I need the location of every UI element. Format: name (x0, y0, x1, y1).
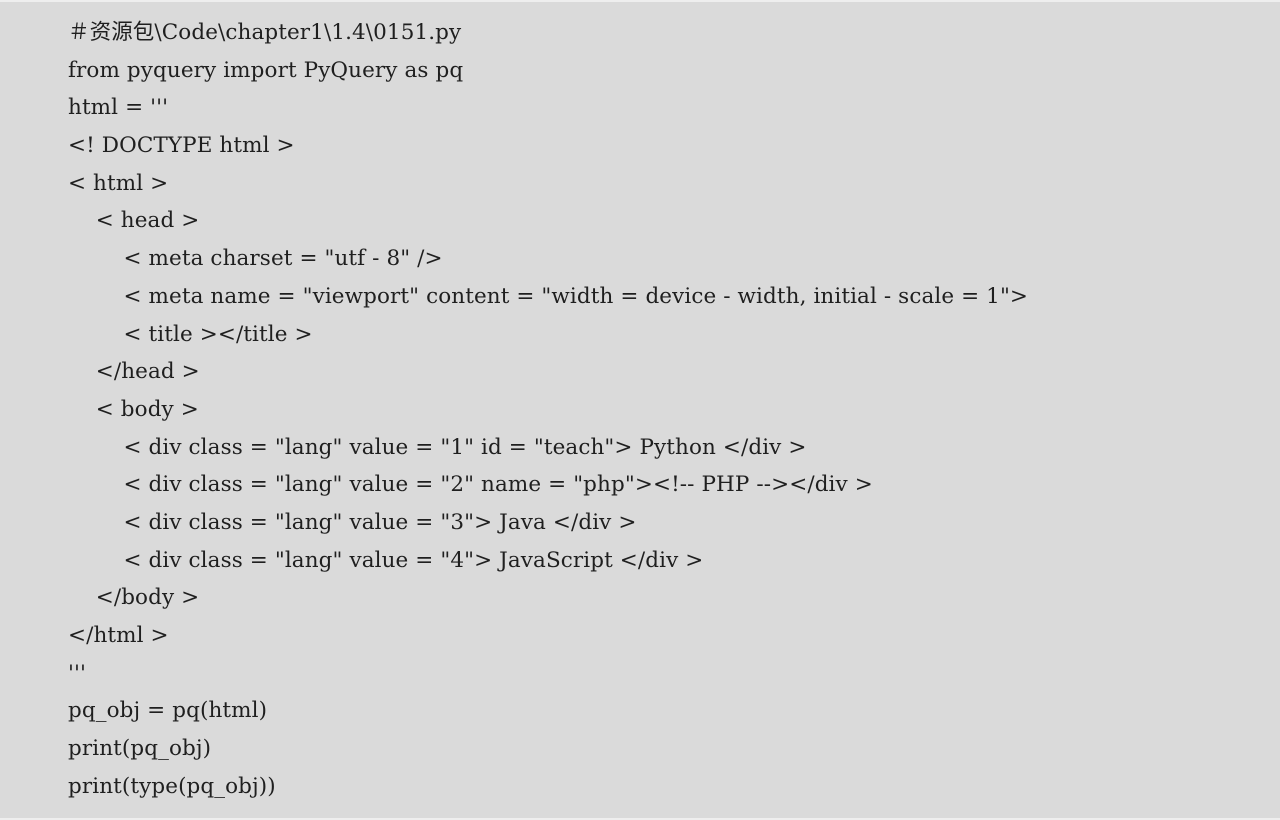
code-line-div-java: < div class = "lang" value = "3"> Java <… (68, 509, 637, 535)
code-line-div-javascript: < div class = "lang" value = "4"> JavaSc… (68, 547, 704, 573)
code-line-div-python: < div class = "lang" value = "1" id = "t… (68, 434, 807, 460)
code-line-html-open: < html > (68, 170, 169, 196)
code-line-title: < title ></title > (68, 321, 313, 347)
code-line-html-assign: html = ''' (68, 95, 169, 121)
code-line-head-open: < head > (68, 208, 200, 234)
code-line-body-close: </body > (68, 585, 200, 611)
code-line-head-close: </head > (68, 359, 200, 385)
code-line-pq-obj: pq_obj = pq(html) (68, 698, 268, 724)
code-line-div-php: < div class = "lang" value = "2" name = … (68, 472, 873, 498)
code-line-meta-viewport: < meta name = "viewport" content = "widt… (68, 283, 1029, 309)
code-line-html-close: </html > (68, 623, 169, 648)
code-line-meta-charset: < meta charset = "utf - 8" /> (68, 246, 443, 272)
code-line-doctype: <! DOCTYPE html > (68, 133, 295, 159)
code-line-body-open: < body > (68, 396, 199, 422)
code-listing: ＃资源包\Code\chapter1\1.4\0151.py from pyqu… (68, 14, 1028, 805)
code-line-print-type: print(type(pq_obj)) (68, 773, 276, 799)
code-line-import: from pyquery import PyQuery as pq (68, 57, 464, 83)
code-line-string-end: ''' (68, 660, 87, 686)
code-line-print-obj: print(pq_obj) (68, 736, 212, 762)
code-line-comment: ＃资源包\Code\chapter1\1.4\0151.py (68, 20, 462, 45)
